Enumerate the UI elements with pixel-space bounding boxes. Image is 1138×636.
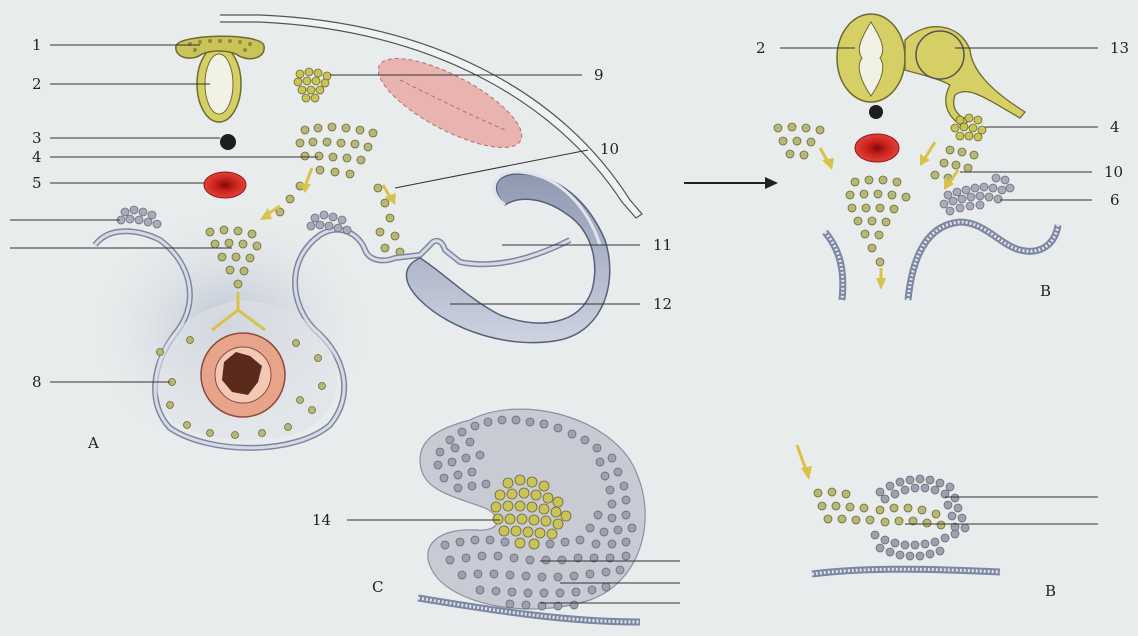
- label-8: 8: [32, 373, 42, 391]
- label-2: 2: [32, 75, 42, 93]
- label-14: 14: [312, 511, 331, 529]
- label-3: 3: [32, 129, 42, 147]
- mesonephric-fold: [406, 174, 609, 343]
- panel-label-a: A: [87, 434, 99, 452]
- label-6: 6: [1110, 191, 1120, 209]
- sympathetic-cluster-b: [951, 114, 986, 141]
- label-4-b: 4: [1110, 118, 1120, 136]
- spinal-nerve: [905, 27, 1025, 126]
- label-12: 12: [653, 295, 672, 313]
- panel-label-b-top: B: [1040, 282, 1051, 300]
- notochord-b: [869, 105, 883, 119]
- panel-label-b-bottom: B: [1045, 582, 1056, 600]
- label-13: 13: [1110, 39, 1129, 57]
- label-5: 5: [32, 174, 42, 192]
- panel-label-c: C: [372, 578, 383, 596]
- ridge-cluster-left: [117, 206, 161, 228]
- label-4: 4: [32, 148, 42, 166]
- cortex-arc-b-bottom: [871, 475, 969, 560]
- label-10: 10: [600, 140, 619, 158]
- migration-arrow-b-bottom: [797, 445, 812, 480]
- label-2-b: 2: [756, 39, 766, 57]
- notochord: [220, 134, 236, 150]
- aorta-b: [855, 134, 899, 162]
- transition-arrow: [684, 177, 778, 189]
- gut-tube: [201, 333, 285, 417]
- label-11: 11: [653, 236, 672, 254]
- aorta: [204, 172, 246, 198]
- cell-cluster-9: [294, 68, 331, 102]
- label-9: 9: [594, 66, 604, 84]
- label-10-b: 10: [1104, 163, 1123, 181]
- epithelium-right-b: [908, 222, 1058, 300]
- panel-c: 14 C: [312, 409, 680, 622]
- panel-b-top: 2 13 4 10 6 B: [756, 14, 1129, 300]
- panel-b-bottom: B: [797, 445, 1098, 600]
- panel-a: A 1 2 3 4 5 8 9 10 11 12: [10, 15, 672, 460]
- label-1: 1: [32, 36, 42, 54]
